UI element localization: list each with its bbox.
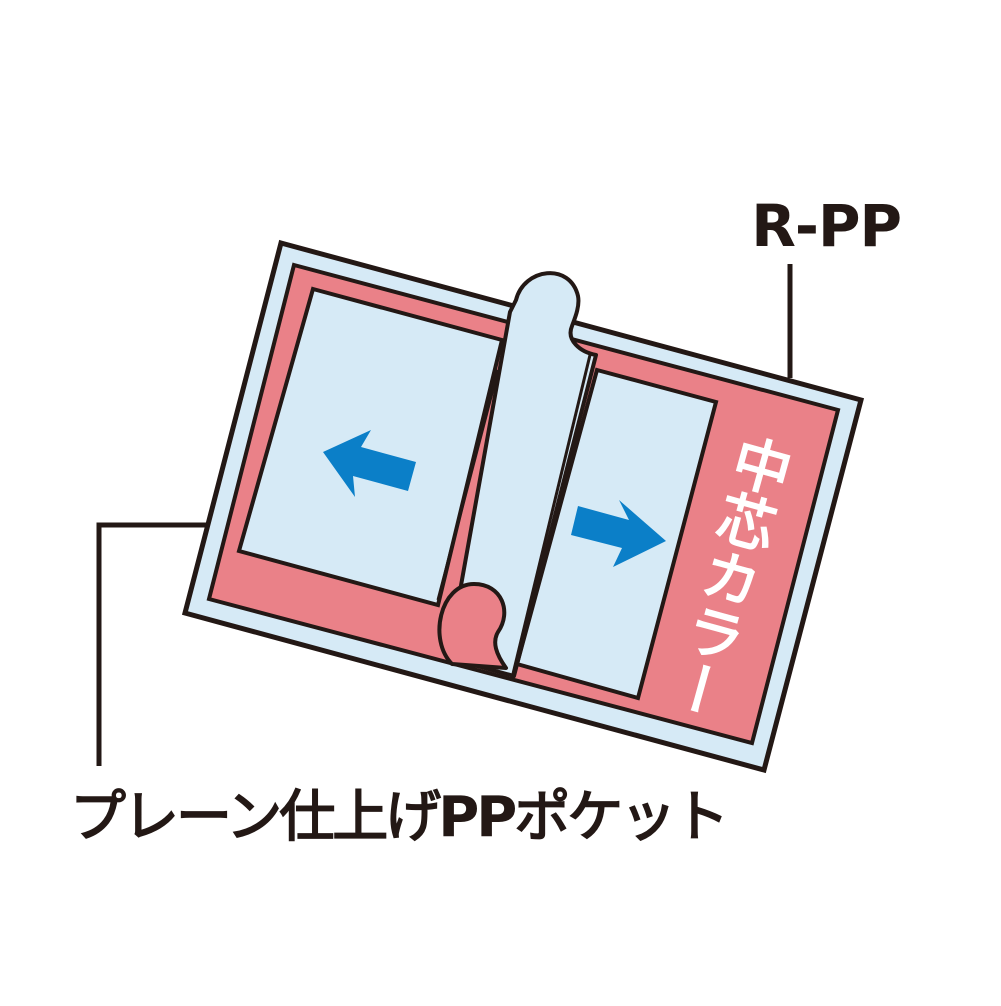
spine-line-left (436, 369, 500, 601)
cover-material-label: R-PP (751, 192, 902, 260)
left-pocket (236, 286, 505, 608)
spine-notch (437, 582, 508, 670)
spine-tab (446, 271, 598, 678)
arrow-left-icon (323, 430, 416, 497)
spine-line-right (510, 354, 592, 679)
pocket-label: プレーン仕上げPPポケット (70, 785, 729, 850)
arrow-right-icon (571, 500, 666, 567)
